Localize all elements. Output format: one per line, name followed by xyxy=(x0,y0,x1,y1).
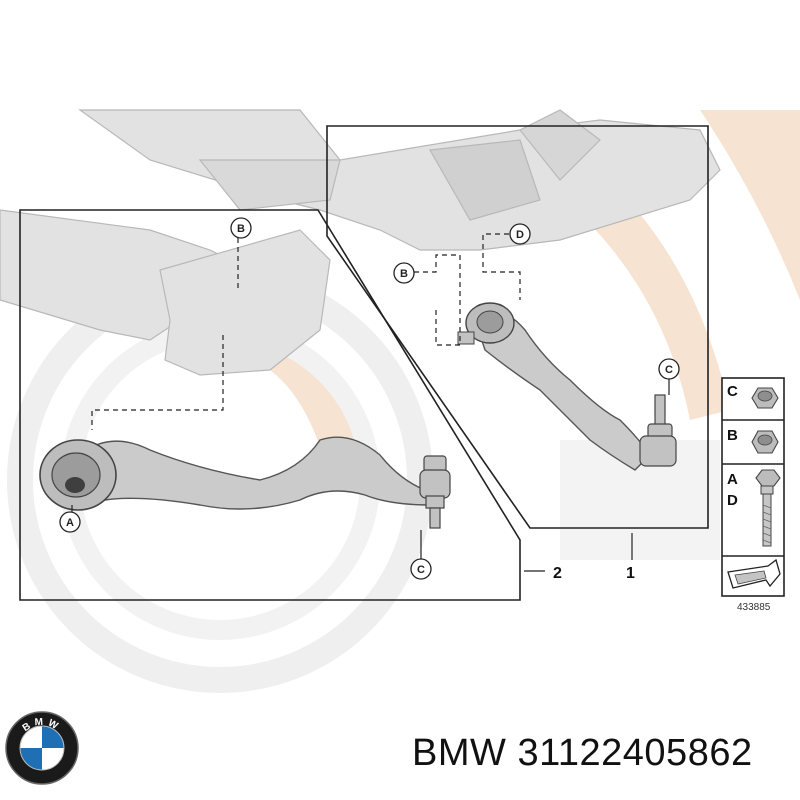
svg-text:C: C xyxy=(665,364,673,376)
ball-joint-left xyxy=(419,455,451,529)
callout-a-left: A xyxy=(59,511,81,533)
part-caption: BMW 31122405862 xyxy=(412,732,792,792)
nut-icon xyxy=(751,387,779,409)
group-number-1: 1 xyxy=(626,565,635,582)
svg-text:D: D xyxy=(727,492,738,509)
legend-item-a-d: A D xyxy=(727,469,781,547)
svg-text:A: A xyxy=(727,471,738,488)
brand-name: BMW xyxy=(412,732,507,774)
subframe-structure xyxy=(0,109,721,376)
svg-text:B: B xyxy=(727,427,738,444)
bmw-logo: BMW xyxy=(5,711,79,785)
leader-lines xyxy=(71,233,670,572)
callout-b-upper: B xyxy=(230,217,252,239)
callout-b-right: B xyxy=(393,262,415,284)
group-frame-right xyxy=(326,125,709,529)
group-frame-left xyxy=(19,209,521,601)
nut-icon xyxy=(751,430,779,454)
ball-joint-right xyxy=(639,394,677,467)
group-number-2: 2 xyxy=(553,565,562,582)
legend-item-b: B xyxy=(727,427,779,454)
svg-text:B: B xyxy=(400,268,408,280)
callout-d-right: D xyxy=(509,223,531,245)
svg-text:C: C xyxy=(417,564,425,576)
svg-text:C: C xyxy=(727,383,738,400)
reference-number: 433885 xyxy=(737,602,771,613)
bolt-icon xyxy=(755,469,781,547)
part-number: 31122405862 xyxy=(517,732,753,774)
svg-text:D: D xyxy=(516,229,524,241)
callout-c-right: C xyxy=(658,358,680,380)
control-arm-left xyxy=(39,436,451,529)
callout-c-left: C xyxy=(410,558,432,580)
control-arm-right xyxy=(457,302,677,471)
legend-item-c: C xyxy=(727,383,779,409)
legend-frame xyxy=(721,377,785,597)
legend-pointer-arrow-icon xyxy=(727,558,781,589)
svg-text:B: B xyxy=(237,223,245,235)
svg-text:A: A xyxy=(66,517,74,529)
